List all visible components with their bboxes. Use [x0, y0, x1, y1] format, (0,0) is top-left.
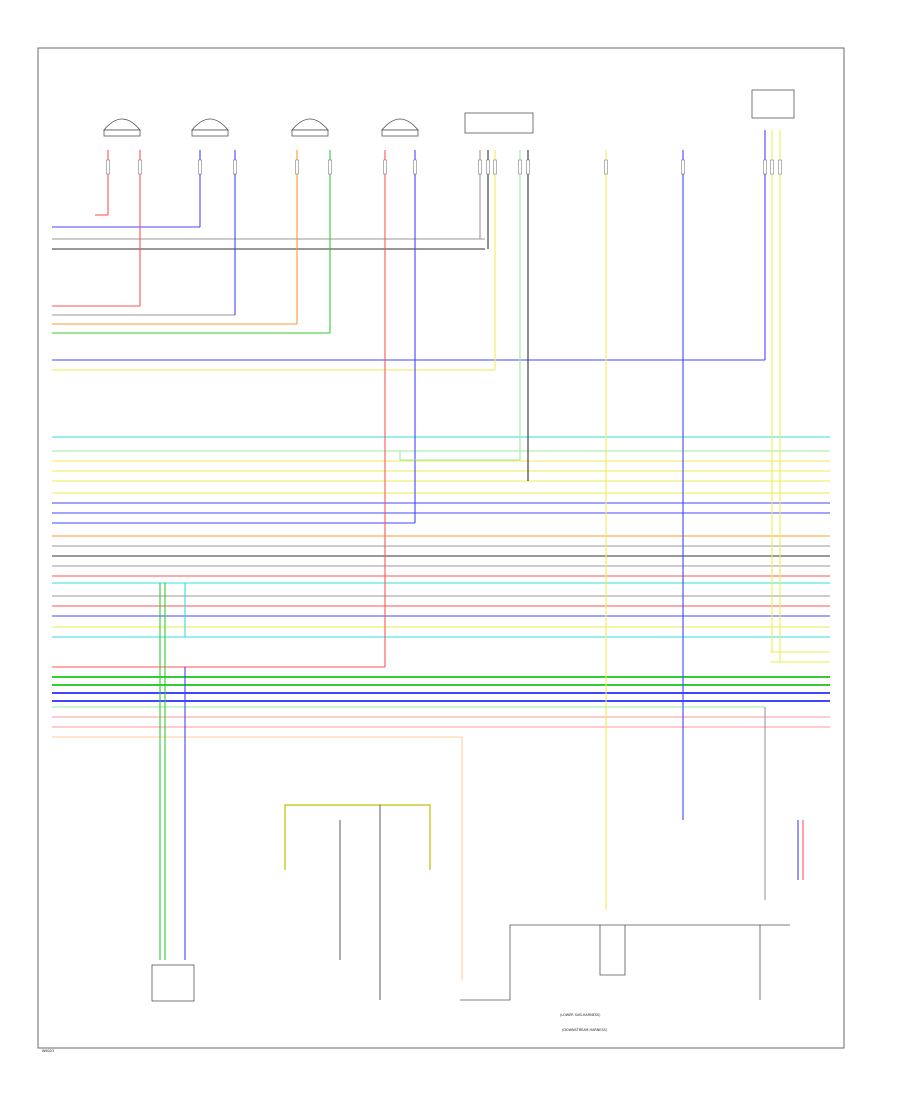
bottom-module-box [151, 964, 195, 1002]
connector-plug-1 [103, 129, 141, 137]
wire-label-tab-8 [413, 159, 417, 175]
wire-label-tab-3 [198, 159, 202, 175]
wire-label-tab-7 [383, 159, 387, 175]
wire-label-tab-18 [778, 159, 782, 175]
sensor-connector-3 [291, 118, 329, 131]
loop-wire [284, 804, 431, 870]
wire-label-tab-13 [526, 159, 530, 175]
right-module-connector [751, 89, 795, 119]
sensor-connector-1 [103, 118, 141, 131]
connector-plug-3 [291, 129, 329, 137]
wire-label-tab-16 [763, 159, 767, 175]
chassis-line [460, 924, 790, 1001]
footer-code: W6003 [42, 1049, 54, 1053]
wire-label-tab-9 [478, 159, 482, 175]
connector-plug-2 [191, 129, 229, 137]
components-layer [103, 89, 795, 1002]
chassis-bracket [599, 925, 626, 976]
wire-label-tab-17 [770, 159, 774, 175]
wire-label-tab-14 [604, 159, 608, 175]
wire-label-tab-4 [233, 159, 237, 175]
module-connector [464, 112, 534, 134]
connector-plug-4 [381, 129, 419, 137]
wire-label-tab-12 [518, 159, 522, 175]
bottom-label-2: (DOWNSTREAM HARNESS) [562, 1028, 608, 1032]
wire-label-tab-2 [138, 159, 142, 175]
drop-wire-12 [399, 150, 521, 461]
sensor-connector-4 [381, 118, 419, 131]
wire-label-tab-1 [106, 159, 110, 175]
diagram-frame [37, 47, 845, 1049]
wires-layer [52, 130, 830, 1001]
wire-label-tab-11 [493, 159, 497, 175]
wire-label-tab-5 [295, 159, 299, 175]
wire-label-tab-10 [486, 159, 490, 175]
wire-label-tab-15 [681, 159, 685, 175]
sensor-connector-2 [191, 118, 229, 131]
wire-label-tab-6 [328, 159, 332, 175]
bottom-label-1: (LOWER SUB-HARNESS) [560, 1013, 601, 1017]
